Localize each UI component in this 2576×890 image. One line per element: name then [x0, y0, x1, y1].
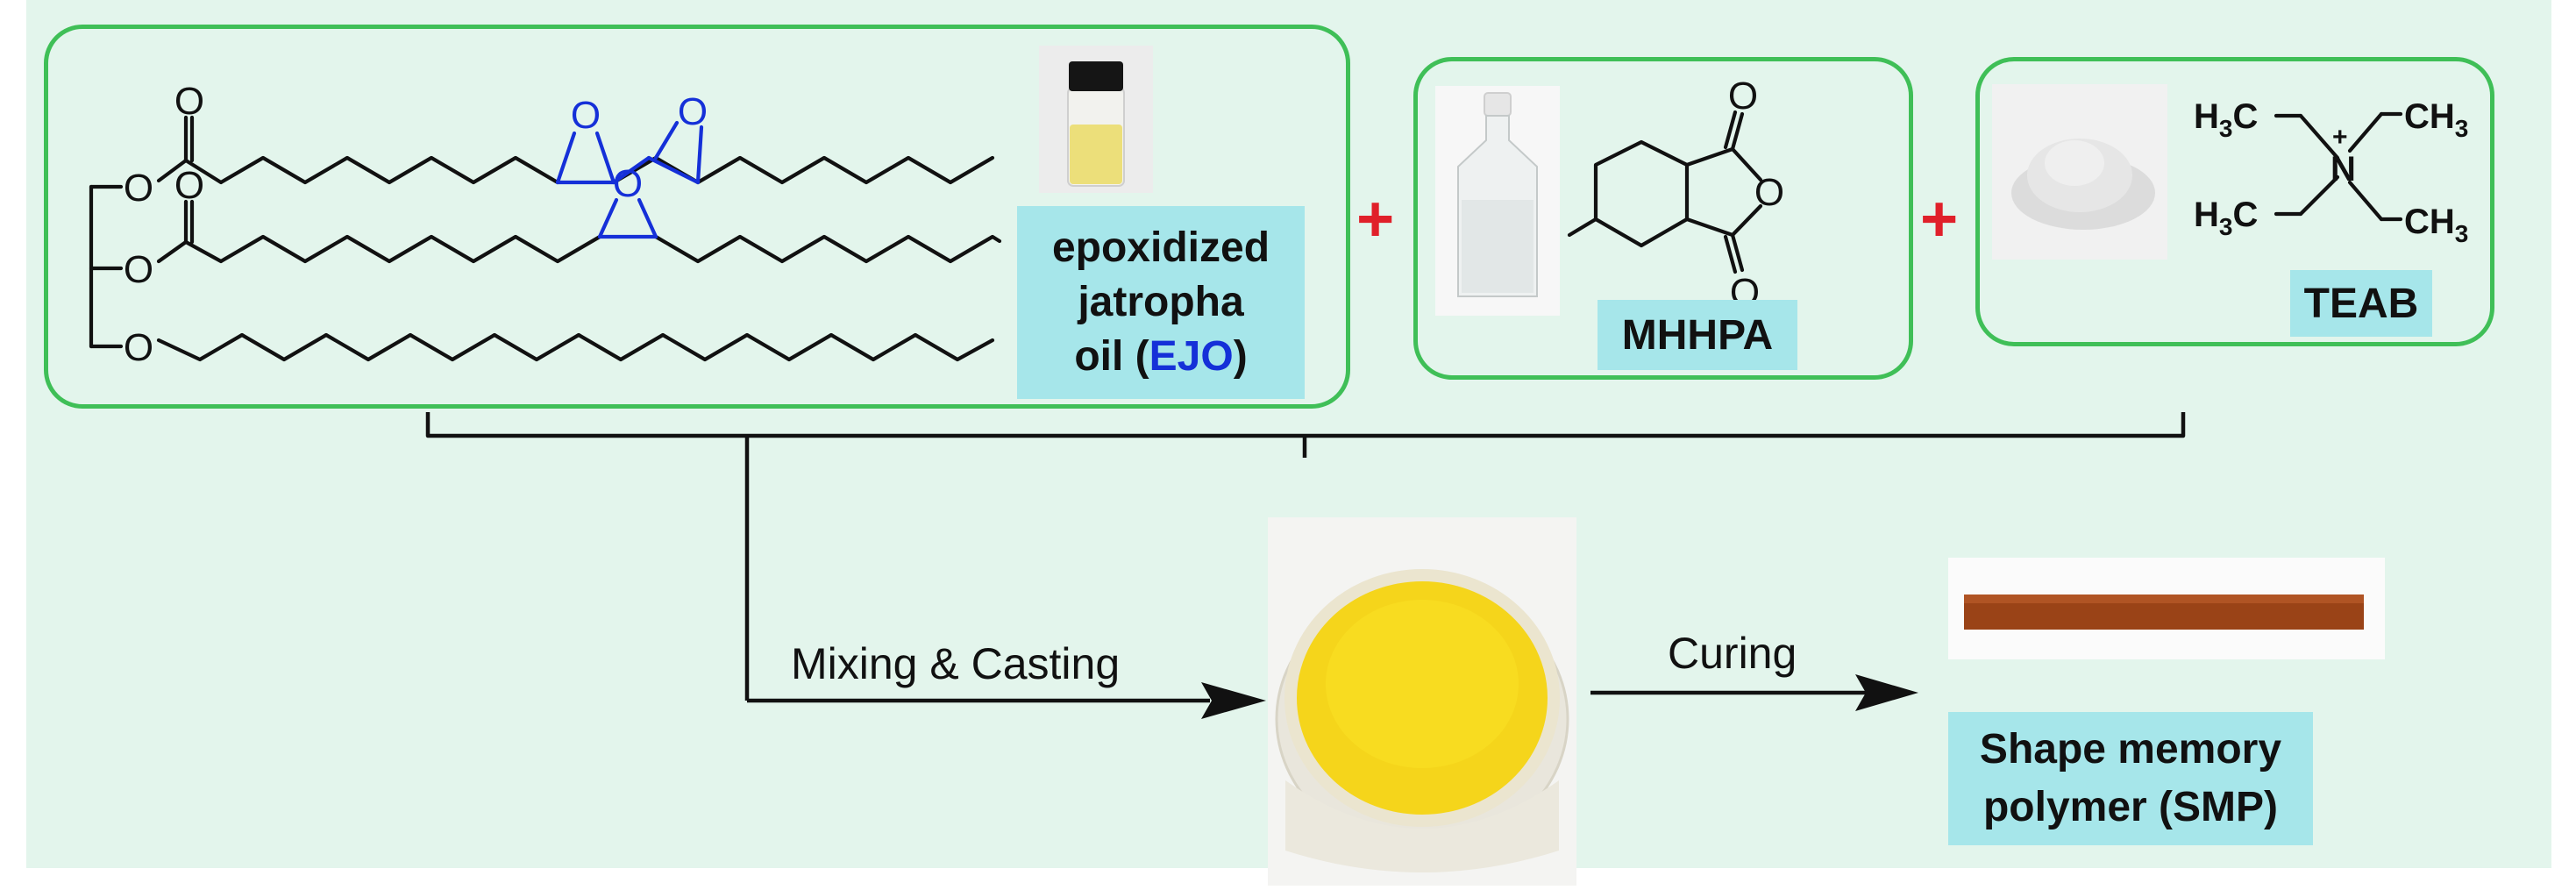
- smp-label-line-2: polymer (SMP): [1982, 784, 2279, 830]
- ester-oxygen-1: O: [124, 167, 153, 210]
- teab-label: TEAB: [2290, 270, 2432, 337]
- ejo-label-line-2: jatropha: [1078, 279, 1244, 325]
- ether-oxygen: O: [124, 326, 153, 369]
- mhhpa-label: MHHPA: [1598, 300, 1797, 370]
- ejo-vial-photo: [1039, 46, 1153, 193]
- teab-structure: H3C H3C N + CH3 CH3: [2194, 97, 2468, 247]
- ejo-abbreviation: EJO: [1149, 333, 1234, 380]
- epoxide-oxygen-3: O: [613, 162, 643, 205]
- epoxide-oxygen-1: O: [571, 94, 601, 137]
- teab-h3c-top: H3C: [2194, 97, 2258, 142]
- teab-positive-charge: +: [2332, 123, 2348, 152]
- mixing-casting-label: Mixing & Casting: [791, 639, 1121, 688]
- ejo-label: epoxidized jatropha oil (EJO): [1017, 206, 1305, 399]
- plus-sign-1: +: [1356, 182, 1395, 255]
- mhhpa-bottle-photo: [1435, 86, 1560, 316]
- mhhpa-carbonyl-oxygen-top: O: [1728, 75, 1758, 117]
- teab-ch3-bottom: CH3: [2404, 203, 2468, 247]
- smp-strip-photo: [1948, 558, 2385, 659]
- mhhpa-ring-oxygen: O: [1754, 171, 1784, 214]
- carbonyl-oxygen-1: O: [174, 80, 204, 123]
- teab-ch3-top: CH3: [2404, 97, 2468, 142]
- plus-sign-2: +: [1920, 182, 1959, 255]
- resin-dish-photo: [1268, 517, 1576, 886]
- teab-nitrogen: N: [2330, 150, 2356, 189]
- teab-powder-photo: [1992, 84, 2167, 260]
- smp-label: Shape memory polymer (SMP): [1948, 712, 2313, 845]
- carbonyl-oxygen-2: O: [174, 164, 204, 207]
- curing-arrow-head: [1855, 674, 1918, 711]
- ejo-label-line-1: epoxidized: [1051, 224, 1270, 271]
- ejo-label-line-3: oil (EJO): [1074, 333, 1248, 380]
- curing-label: Curing: [1668, 629, 1797, 678]
- smp-label-line-1: Shape memory: [1979, 726, 2282, 773]
- ester-oxygen-2: O: [124, 248, 153, 291]
- ejo-structure: O O O O O O O O: [89, 80, 1002, 369]
- teab-h3c-bottom: H3C: [2194, 196, 2258, 240]
- epoxide-oxygen-2: O: [678, 90, 708, 133]
- combine-bracket: [425, 412, 2186, 458]
- mixing-arrow-head: [1201, 682, 1266, 719]
